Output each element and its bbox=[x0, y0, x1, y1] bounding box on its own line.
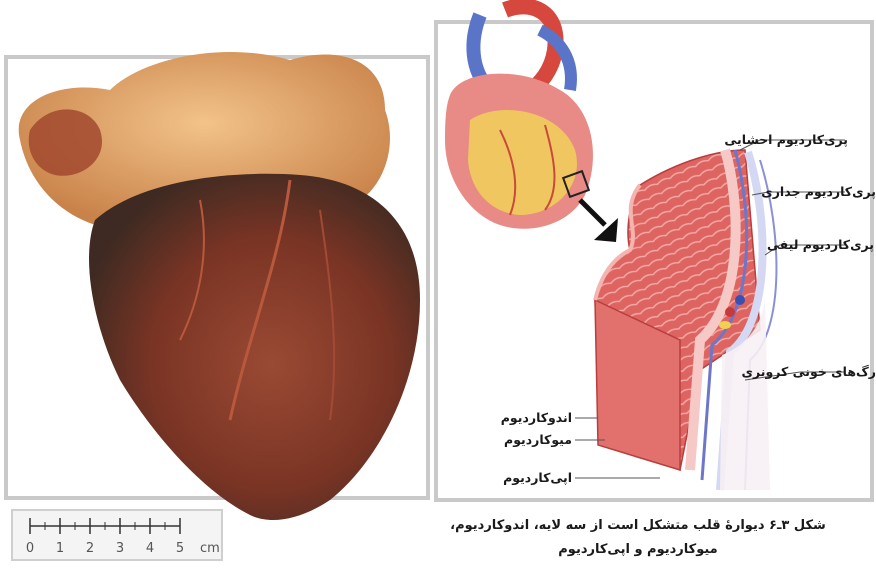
zoom-arrow bbox=[580, 200, 618, 242]
ruler-tick-label: 1 bbox=[56, 541, 64, 556]
ruler-tick-label: 0 bbox=[26, 541, 34, 556]
heart-illustration bbox=[445, 6, 593, 228]
caption-line-2: میوکاردیوم و اپی‌کاردیوم bbox=[428, 538, 848, 562]
ruler-tick-label: 3 bbox=[116, 541, 124, 556]
label-endocardium: اندوکاردیوم bbox=[501, 410, 572, 426]
label-myocardium: میوکاردیوم bbox=[504, 432, 572, 448]
label-epicardium: اپی‌کاردیوم bbox=[503, 470, 572, 486]
ruler-tick-label: 5 bbox=[176, 541, 184, 556]
ruler-tick-label: 2 bbox=[86, 541, 94, 556]
caption-line-1: شکل ۳ـ۶ دیوارهٔ قلب متشکل است از سه لایه… bbox=[428, 514, 848, 538]
label-coronary-vessels: رگ‌های خونی کرونری bbox=[742, 363, 876, 379]
label-parietal-pericardium: پری‌کاردیوم جداری bbox=[761, 184, 876, 200]
ruler-tick-label: 4 bbox=[146, 541, 154, 556]
ruler-unit: cm bbox=[200, 541, 220, 556]
ruler: 0 1 2 3 4 5 cm bbox=[12, 510, 222, 560]
heart-wall-section bbox=[595, 150, 776, 490]
figure-caption: شکل ۳ـ۶ دیوارهٔ قلب متشکل است از سه لایه… bbox=[428, 514, 848, 562]
label-visceral-pericardium: پری‌کاردیوم احشایی bbox=[724, 132, 848, 148]
label-fibrous-pericardium: پری‌کاردیوم لیفی bbox=[767, 237, 874, 253]
heart-photo bbox=[19, 52, 420, 520]
